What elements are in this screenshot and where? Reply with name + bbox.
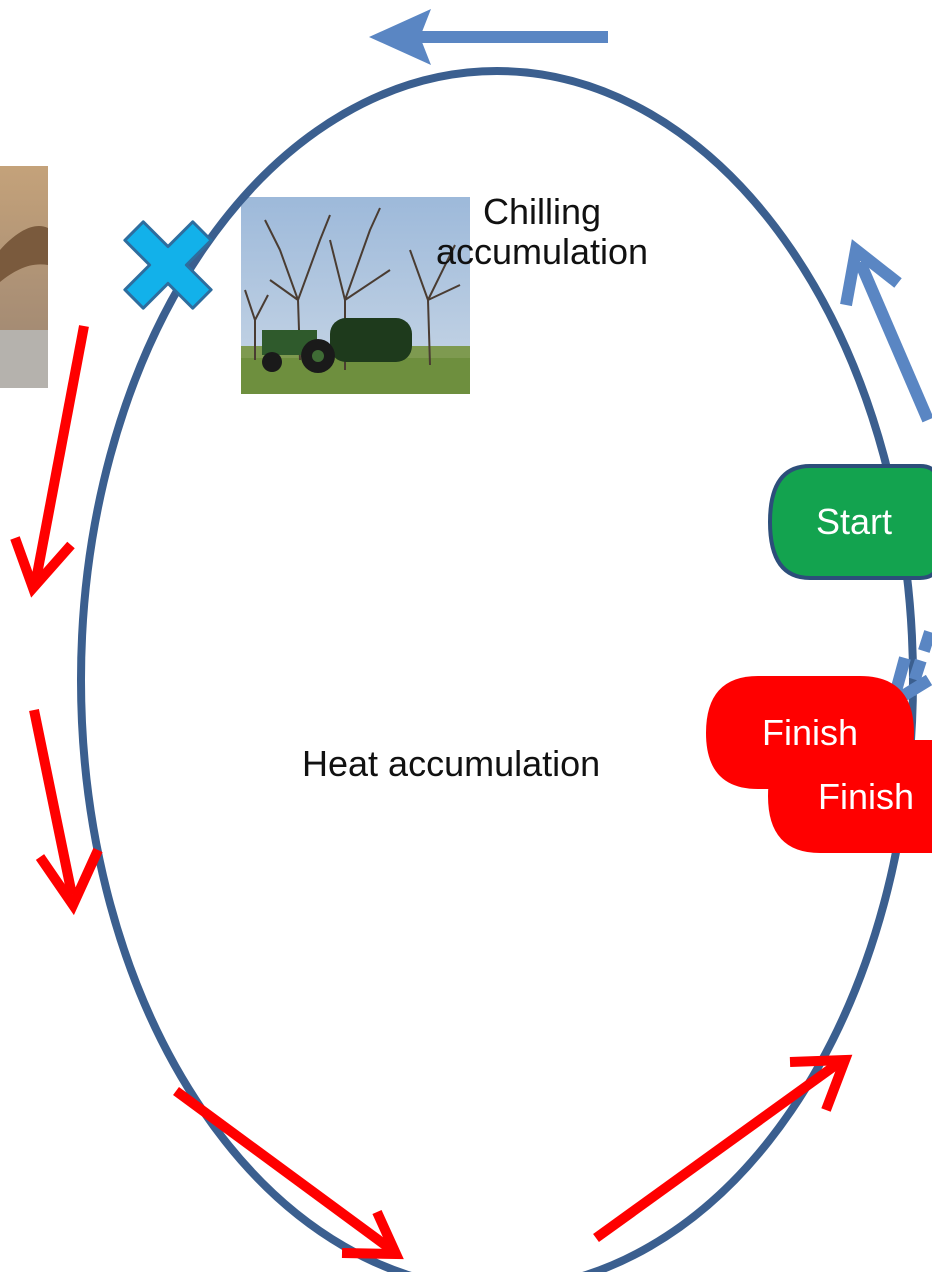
start-node-shape bbox=[767, 464, 932, 580]
right-upward-arrow bbox=[840, 239, 932, 423]
seasonal-cycle-ring bbox=[77, 67, 917, 1277]
red-arrow-3 bbox=[173, 1086, 404, 1260]
finish-node-2: Finish bbox=[761, 711, 859, 753]
finish-node-2-shape bbox=[706, 676, 914, 789]
chilling-accumulation-label: Chilling accumulation bbox=[435, 191, 649, 272]
orchard-tractor-photo bbox=[241, 197, 470, 394]
cropped-photo-left bbox=[0, 166, 48, 388]
heat-accumulation-label: Heat accumulation bbox=[302, 743, 601, 784]
red-arrow-1 bbox=[10, 325, 89, 598]
x-marker-icon bbox=[123, 220, 213, 310]
red-arrow-4 bbox=[593, 1054, 853, 1243]
red-arrow-2 bbox=[29, 708, 103, 916]
start-node: Start bbox=[815, 501, 893, 542]
finish-node-1: Finish bbox=[818, 775, 915, 817]
top-direction-arrow bbox=[369, 9, 608, 65]
